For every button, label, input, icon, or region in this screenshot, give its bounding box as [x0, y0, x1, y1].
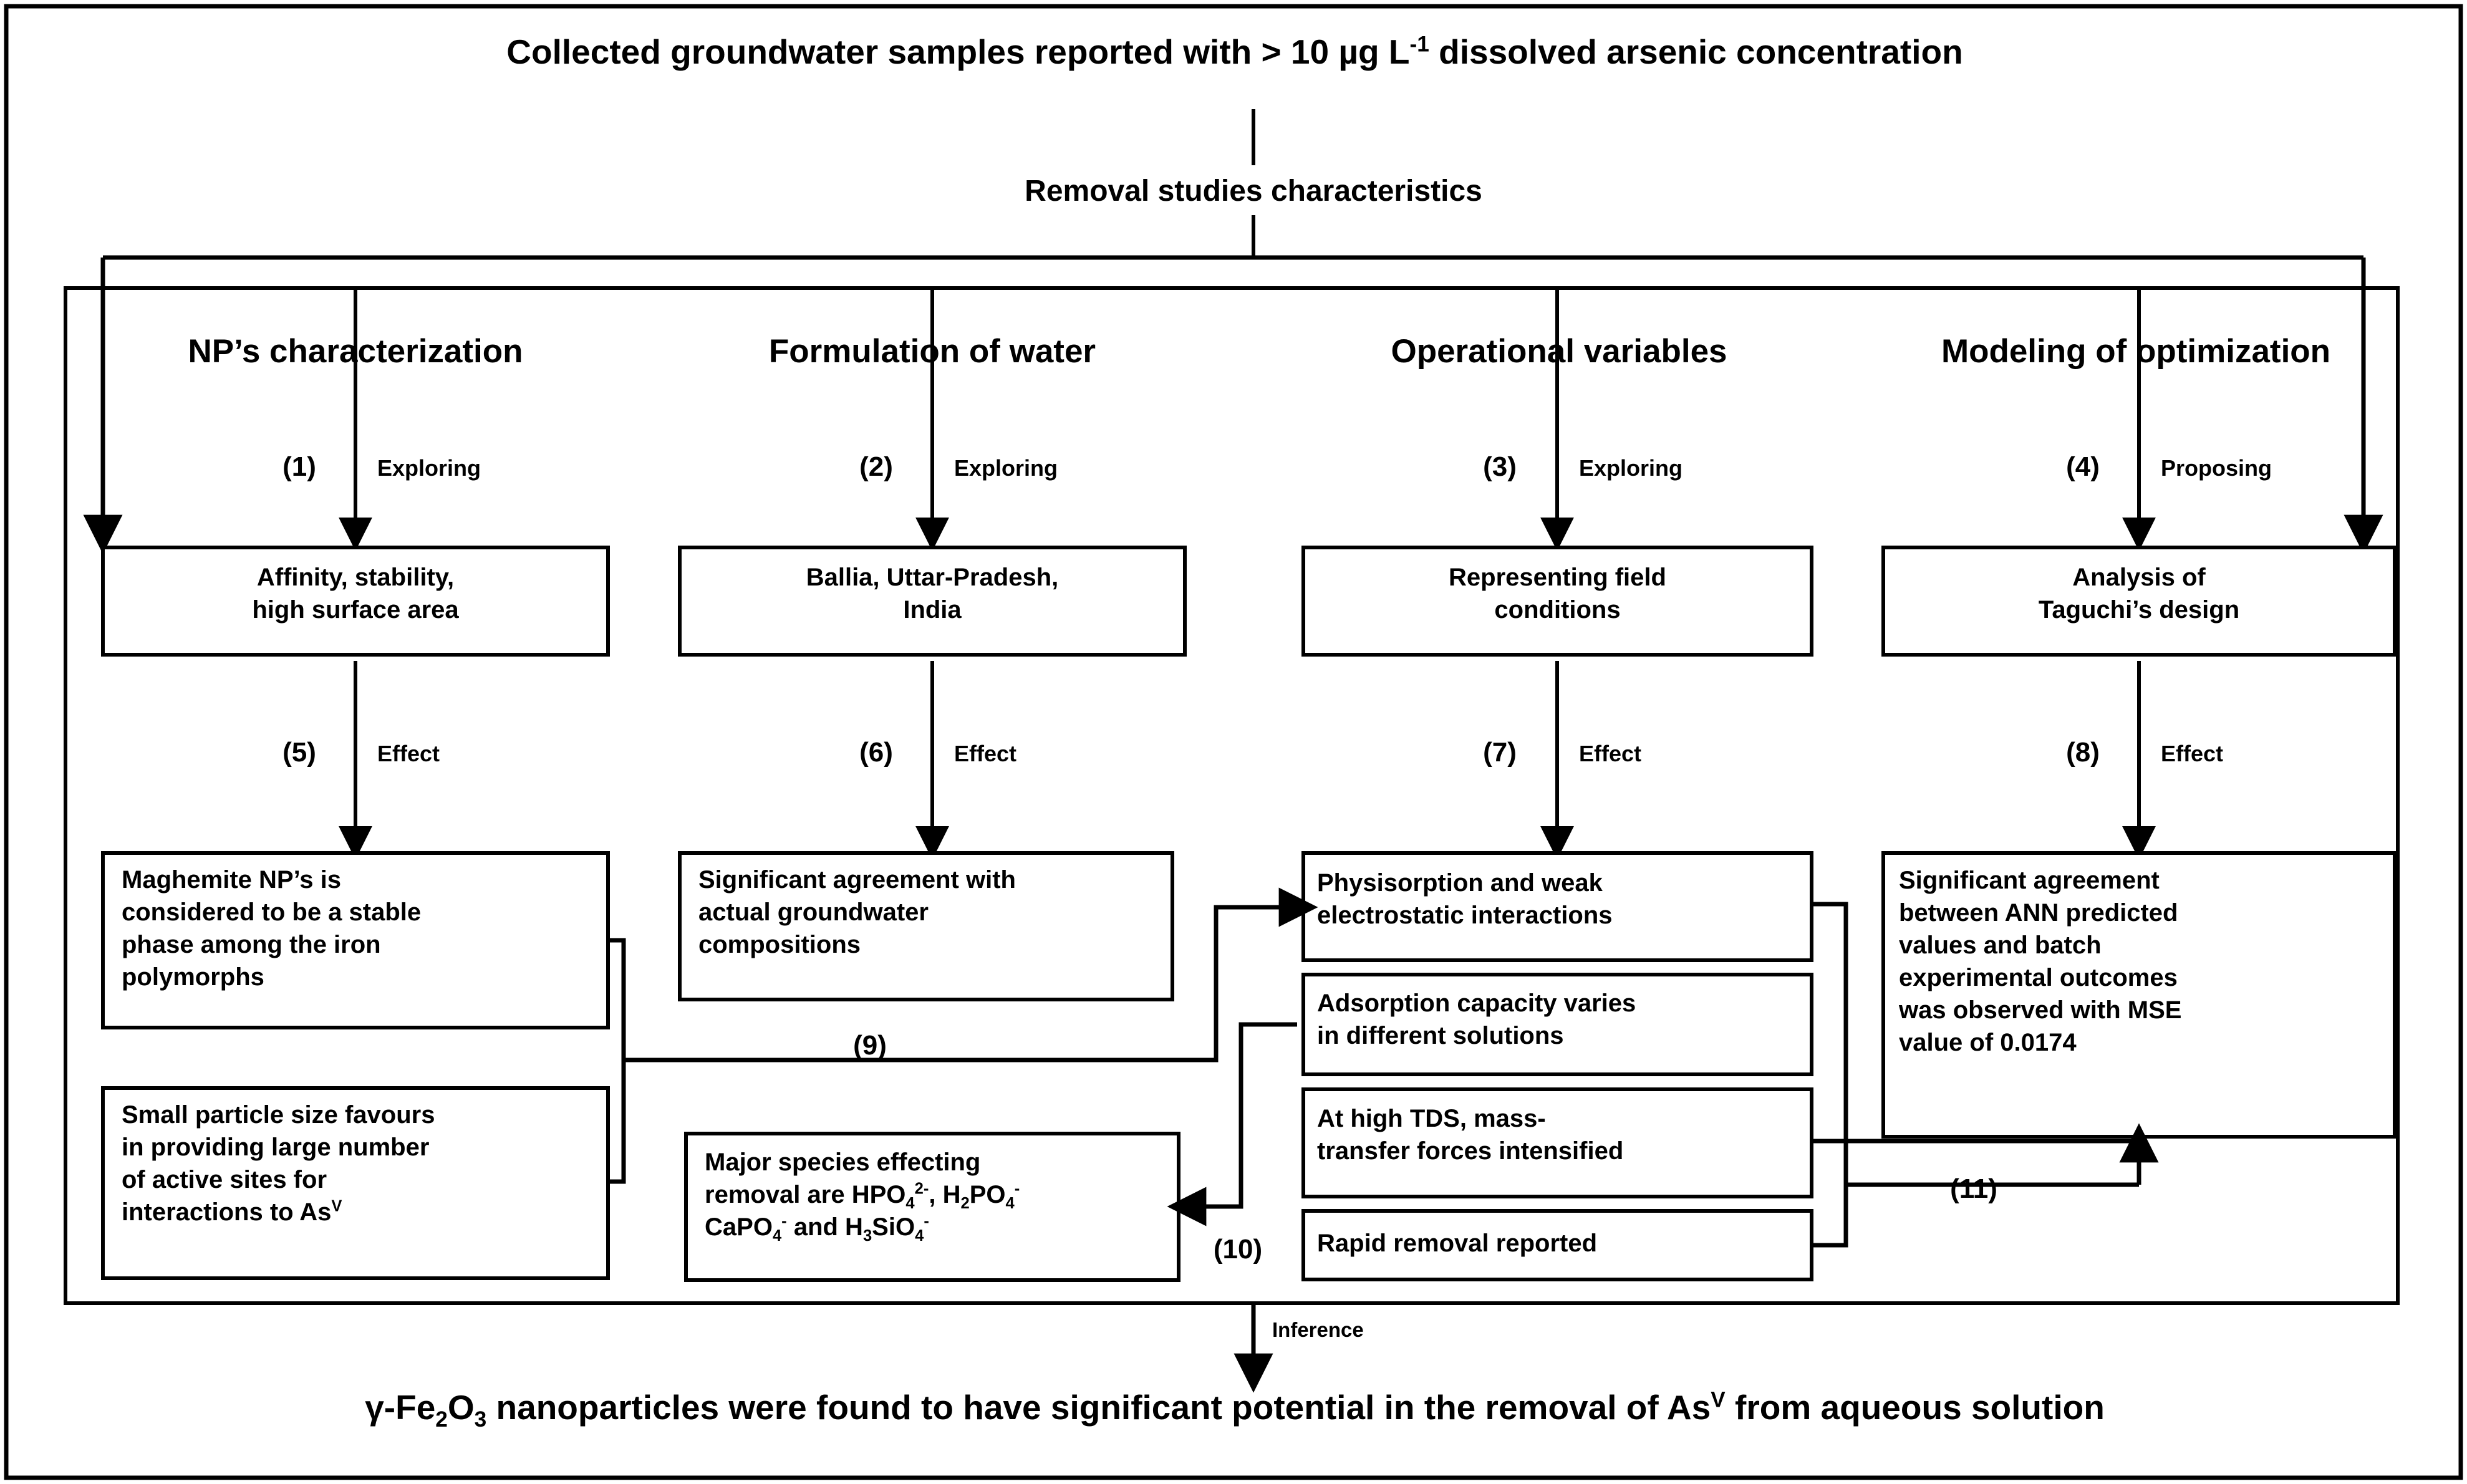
connector-9-path — [624, 887, 1318, 1062]
step-label-3: Exploring — [1579, 455, 1683, 481]
line: transfer forces intensified — [1317, 1137, 1624, 1165]
column-header-np-characterization: NP’s characterization — [188, 333, 523, 370]
step-number-3: (3) — [1483, 451, 1517, 482]
line: Small particle size favours — [122, 1101, 435, 1129]
line: removal are HPO42-, H2PO4- — [705, 1180, 1020, 1212]
connector-11-elbow — [1843, 1141, 2139, 1187]
line: polymorphs — [122, 963, 264, 991]
inner-frame — [64, 286, 2400, 1305]
line: in providing large number — [122, 1134, 430, 1161]
effect-label-7: Effect — [1579, 741, 1642, 766]
box-col2-row2-text: Significant agreement with actual ground… — [698, 864, 1166, 961]
effect-number-5: (5) — [282, 737, 316, 768]
box-col3-a — [1301, 851, 1813, 962]
inference-label: Inference — [1272, 1318, 1364, 1341]
box-col1-row1 — [101, 546, 610, 657]
box-col3-row1 — [1301, 546, 1813, 657]
line: India — [903, 596, 962, 624]
line: of active sites for — [122, 1166, 327, 1193]
box-col3-d — [1301, 1209, 1813, 1281]
line: Analysis of — [2072, 564, 2206, 591]
effect-number-6: (6) — [859, 737, 893, 768]
connector-10-path — [1167, 1022, 1297, 1226]
box-col2-row2 — [678, 851, 1174, 1001]
box-col3-c — [1301, 1087, 1813, 1198]
line: interactions to AsV — [122, 1197, 342, 1226]
column-header-formulation-of-water: Formulation of water — [768, 333, 1096, 370]
line: high surface area — [252, 596, 459, 624]
connector-col3-right-bracket-lower — [1812, 1141, 1848, 1248]
box-col1-row2-text: Maghemite NP’s is considered to be a sta… — [122, 864, 596, 993]
line: phase among the iron — [122, 931, 381, 958]
connector-label-9: (9) — [853, 1030, 887, 1061]
outer-border — [4, 4, 2463, 1480]
box-col2-row1 — [678, 546, 1187, 657]
effect-label-6: Effect — [954, 741, 1017, 766]
line: Adsorption capacity varies — [1317, 990, 1636, 1017]
step-number-2: (2) — [859, 451, 893, 482]
line: Significant agreement with — [698, 866, 1016, 894]
line: Affinity, stability, — [256, 564, 455, 591]
line: Representing field — [1449, 564, 1666, 591]
line: electrostatic interactions — [1317, 902, 1613, 929]
line: was observed with MSE — [1899, 996, 2182, 1024]
box-col3-a-text: Physisorption and weak electrostatic int… — [1317, 867, 1803, 932]
line: considered to be a stable — [122, 899, 422, 926]
connector-label-10: (10) — [1213, 1234, 1263, 1265]
connector-label-11: (11) — [1950, 1173, 1997, 1204]
box-col4-row2 — [1881, 851, 2397, 1139]
line: Rapid removal reported — [1317, 1230, 1598, 1257]
step-number-1: (1) — [282, 451, 316, 482]
page-title: Collected groundwater samples reported w… — [506, 32, 1963, 71]
conclusion-statement: γ-Fe2O3 nanoparticles were found to have… — [365, 1387, 2105, 1432]
step-label-1: Exploring — [377, 455, 481, 481]
line: values and batch — [1899, 932, 2102, 959]
effect-number-8: (8) — [2066, 737, 2100, 768]
box-col3-c-text: At high TDS, mass- transfer forces inten… — [1317, 1102, 1803, 1167]
line: actual groundwater — [698, 899, 929, 926]
box-col4-row2-text: Significant agreement between ANN predic… — [1899, 864, 2385, 1059]
line: Taguchi’s design — [2038, 596, 2240, 624]
line: Ballia, Uttar-Pradesh, — [806, 564, 1059, 591]
step-label-4: Proposing — [2161, 455, 2272, 481]
line: experimental outcomes — [1899, 964, 2178, 991]
column-header-modeling-of-optimization: Modeling of optimization — [1941, 333, 2331, 370]
effect-number-7: (7) — [1483, 737, 1517, 768]
effect-label-8: Effect — [2161, 741, 2224, 766]
box-col2-row3-text: Major species effecting removal are HPO4… — [705, 1146, 1179, 1245]
line: in different solutions — [1317, 1022, 1564, 1049]
line: Maghemite NP’s is — [122, 866, 341, 894]
box-col1-row3-text: Small particle size favours in providing… — [122, 1099, 596, 1228]
connector-9-left-bracket — [608, 938, 626, 1184]
line: conditions — [1494, 596, 1621, 624]
box-col3-b — [1301, 973, 1813, 1076]
line: CaPO4- and H3SiO4- — [705, 1212, 929, 1245]
line: Major species effecting — [705, 1149, 981, 1176]
box-col1-row1-text: Affinity, stability, high surface area — [112, 561, 599, 626]
line: Significant agreement — [1899, 867, 2160, 894]
box-col3-b-text: Adsorption capacity varies in different … — [1317, 987, 1803, 1052]
subtitle: Removal studies characteristics — [1025, 175, 1482, 208]
connector-col3-right-bracket-upper — [1812, 902, 1848, 1144]
step-number-4: (4) — [2066, 451, 2100, 482]
box-col3-row1-text: Representing field conditions — [1313, 561, 1802, 626]
box-col4-row1 — [1881, 546, 2397, 657]
connector-11-run — [1846, 1139, 2141, 1144]
box-col3-d-text: Rapid removal reported — [1317, 1227, 1803, 1260]
effect-label-5: Effect — [377, 741, 440, 766]
line: between ANN predicted — [1899, 899, 2178, 927]
line: compositions — [698, 931, 861, 958]
line: value of 0.0174 — [1899, 1029, 2077, 1056]
step-label-2: Exploring — [954, 455, 1058, 481]
column-header-operational-variables: Operational variables — [1391, 333, 1727, 370]
box-col2-row1-text: Ballia, Uttar-Pradesh, India — [689, 561, 1176, 626]
line: At high TDS, mass- — [1317, 1105, 1546, 1132]
line: Physisorption and weak — [1317, 869, 1603, 897]
box-col4-row1-text: Analysis of Taguchi’s design — [1893, 561, 2385, 626]
